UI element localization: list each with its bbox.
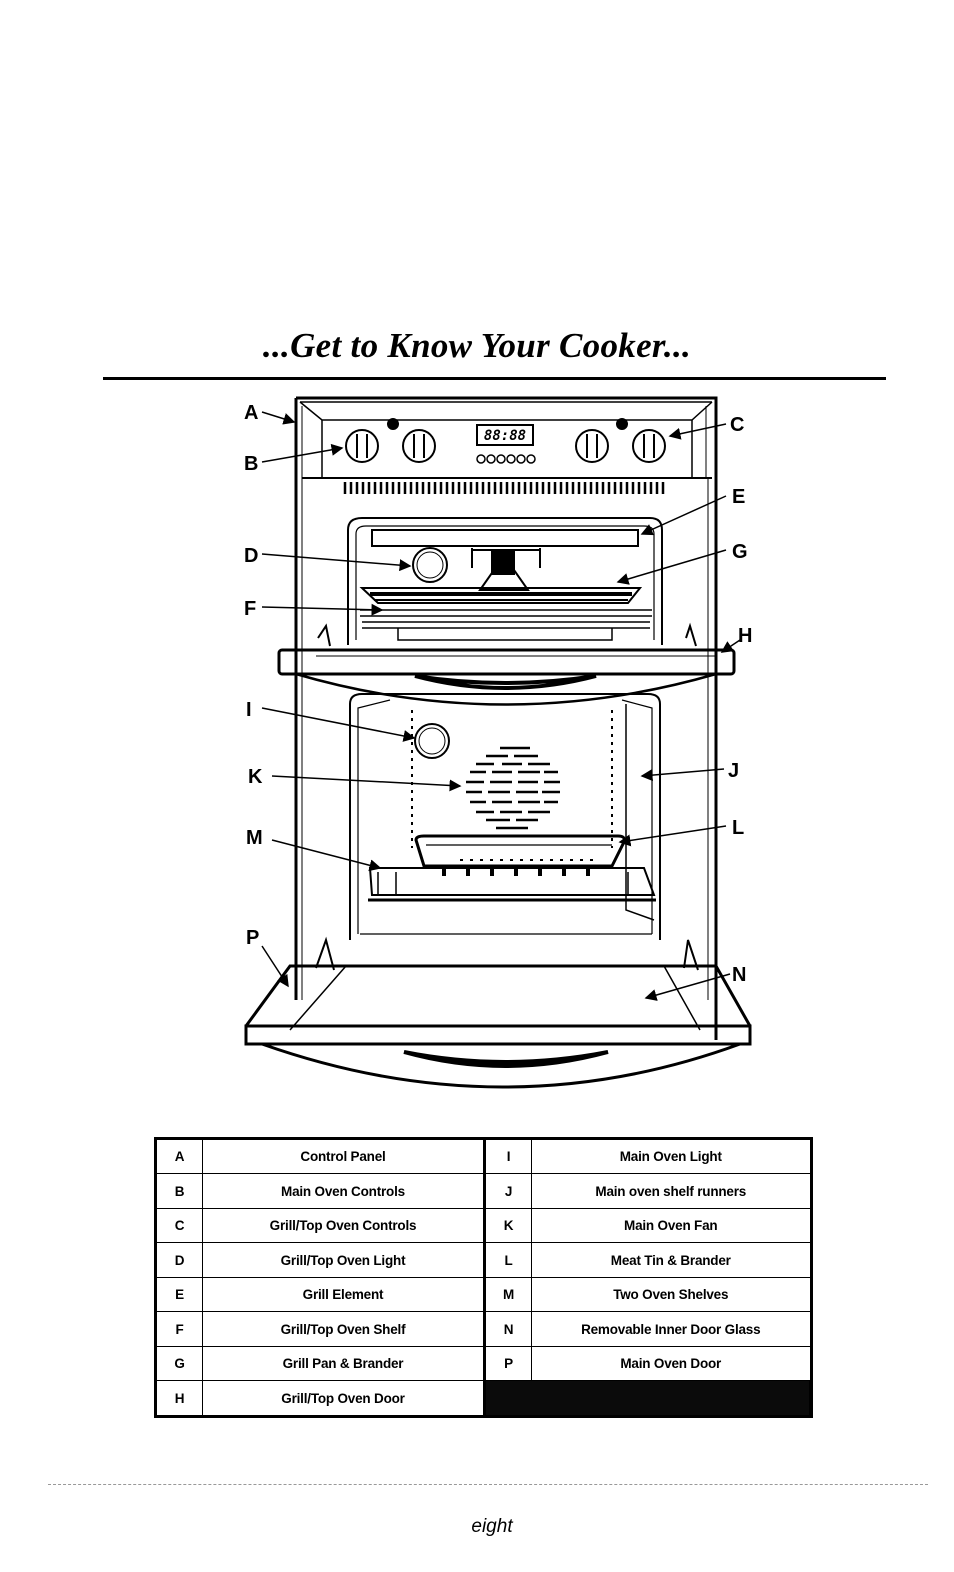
- main-oven-knob-2[interactable]: [402, 429, 436, 463]
- timer-buttons[interactable]: [476, 454, 536, 464]
- control-panel: 88:88: [345, 418, 666, 464]
- top-oven-light: [412, 547, 448, 583]
- grill-pan: [359, 587, 643, 604]
- callout-e: E: [732, 486, 745, 508]
- top-oven-knob-2[interactable]: [632, 429, 666, 463]
- legend-label: Main Oven Light: [531, 1140, 810, 1175]
- legend-label: Removable Inner Door Glass: [531, 1311, 810, 1347]
- clock-display-reading: 88:88: [484, 428, 526, 444]
- legend-label: Main Oven Door: [531, 1346, 810, 1382]
- legend-label: Grill Element: [202, 1277, 486, 1313]
- vent-grille: [343, 482, 665, 494]
- legend-letter: E: [157, 1277, 203, 1313]
- footer-divider: [48, 1484, 928, 1485]
- top-oven-knob-1[interactable]: [575, 429, 609, 463]
- callout-i: I: [246, 699, 252, 721]
- legend-label: Grill Pan & Brander: [202, 1346, 486, 1382]
- legend-letter: P: [484, 1346, 532, 1382]
- legend-letter: A: [157, 1140, 203, 1175]
- callout-f: F: [244, 598, 256, 620]
- legend-letter: F: [157, 1311, 203, 1347]
- callout-c: C: [730, 414, 744, 436]
- main-oven-light: [414, 723, 450, 759]
- main-oven-knob-1[interactable]: [345, 429, 379, 463]
- oven-shelf: [368, 867, 656, 902]
- legend-label: Two Oven Shelves: [531, 1277, 810, 1313]
- legend-label: Meat Tin & Brander: [531, 1242, 810, 1278]
- legend-letter: G: [157, 1346, 203, 1382]
- legend-letter: K: [484, 1208, 532, 1244]
- legend-label: Grill/Top Oven Controls: [202, 1208, 486, 1244]
- legend-letter: J: [484, 1173, 532, 1209]
- callout-h: H: [738, 625, 752, 647]
- legend-letter: M: [484, 1277, 532, 1313]
- legend-label: Grill/Top Oven Shelf: [202, 1311, 486, 1347]
- cooker-housing: [294, 396, 718, 1040]
- title-rule: [103, 377, 886, 380]
- legend-label: Control Panel: [202, 1140, 486, 1175]
- grill-element: [371, 529, 639, 547]
- legend-letter: B: [157, 1173, 203, 1209]
- page-title: ...Get to Know Your Cooker...: [262, 326, 692, 365]
- callout-m: M: [246, 827, 263, 849]
- legend-blank-cell: [484, 1380, 810, 1415]
- legend-label: Main Oven Controls: [202, 1173, 486, 1209]
- top-oven-shelf: [360, 609, 652, 641]
- indicator-dot-left: [387, 418, 399, 430]
- callout-k: K: [248, 766, 263, 788]
- legend-letter: N: [484, 1311, 532, 1347]
- callout-l: L: [732, 817, 744, 839]
- callout-letters: A B C D E F G H I J K L M N P: [244, 402, 752, 986]
- callout-n: N: [732, 964, 746, 986]
- callout-j: J: [728, 760, 739, 782]
- cooker-diagram: 88:88: [244, 396, 752, 1089]
- callout-g: G: [732, 541, 748, 563]
- main-oven-fan: [466, 746, 560, 830]
- grill-pan-handle: [478, 549, 530, 591]
- callout-lines: [261, 411, 741, 1001]
- legend-letter: I: [484, 1140, 532, 1175]
- main-oven-door-handle[interactable]: [403, 1050, 609, 1068]
- indicator-dot-right: [616, 418, 628, 430]
- callout-p: P: [246, 927, 259, 949]
- legend-letter: L: [484, 1242, 532, 1278]
- callout-b: B: [244, 453, 258, 475]
- legend-letter: H: [157, 1380, 203, 1415]
- shelf-runners: [411, 710, 613, 848]
- page-number: eight: [471, 1516, 513, 1537]
- meat-tin: [414, 834, 626, 876]
- main-oven-cavity: [349, 693, 661, 940]
- top-oven-door-handle[interactable]: [414, 674, 597, 690]
- legend-label: Main Oven Fan: [531, 1208, 810, 1244]
- legend-label: Main oven shelf runners: [531, 1173, 810, 1209]
- legend-letter: D: [157, 1242, 203, 1278]
- legend-label: Grill/Top Oven Door: [202, 1380, 486, 1415]
- top-oven-cavity: [347, 517, 663, 645]
- legend-label: Grill/Top Oven Light: [202, 1242, 486, 1278]
- callout-d: D: [244, 545, 258, 567]
- callout-a: A: [244, 402, 258, 424]
- clock-display: [476, 424, 534, 446]
- main-oven-door[interactable]: [244, 936, 752, 1089]
- legend-letter: C: [157, 1208, 203, 1244]
- top-oven-door[interactable]: [277, 622, 736, 706]
